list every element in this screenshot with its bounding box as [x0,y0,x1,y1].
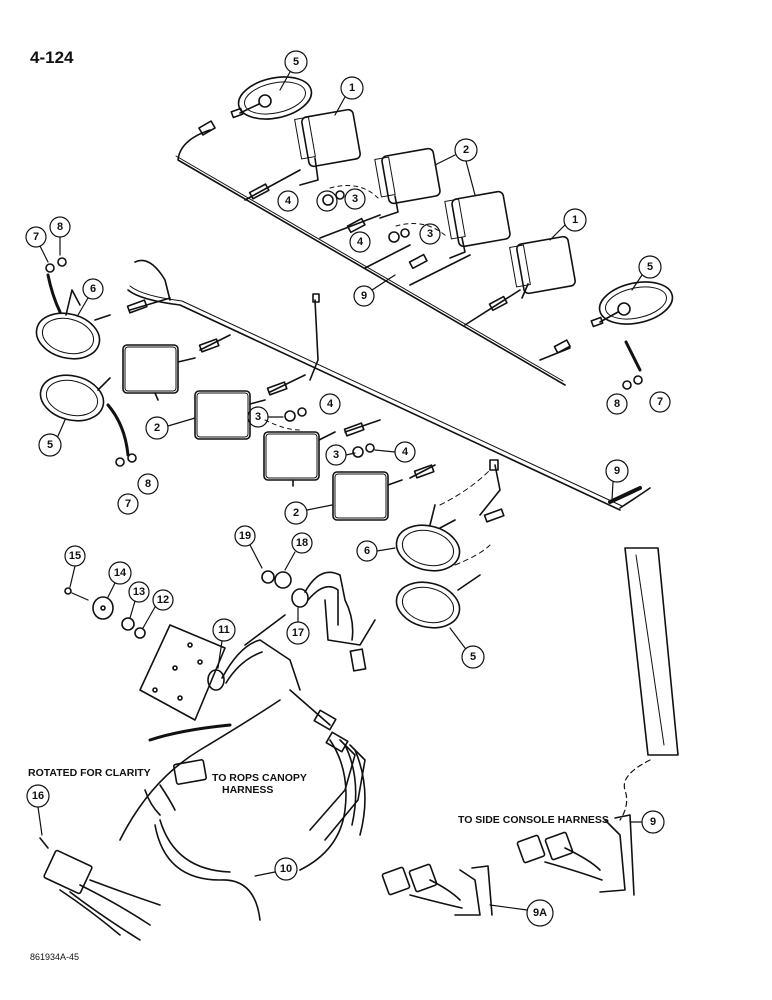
page-number: 4-124 [30,48,74,67]
middle-right-oval-lamps [395,469,491,629]
upper-harness [175,120,571,386]
middle-work-lamp-1 [122,344,196,401]
upper-left-oval-lamp [230,76,313,120]
callout-3: 3 [352,193,358,205]
callout-9a: 9A [533,907,547,919]
callout-6: 6 [364,545,370,557]
callout-8: 8 [57,221,63,233]
callout-16: 16 [32,790,44,802]
callout-15: 15 [69,550,81,562]
callout-2: 2 [463,144,469,156]
callout-labels: 5 1 2 4 3 4 3 1 5 9 7 8 6 5 2 3 4 3 4 2 … [32,56,663,919]
note-rops-line1: TO ROPS CANOPY [212,772,307,784]
callout-12: 12 [157,594,169,606]
middle-work-lamp-3 [263,431,336,487]
middle-harness [126,259,651,523]
note-side-console: TO SIDE CONSOLE HARNESS [458,814,609,826]
callout-8: 8 [614,398,620,410]
callout-5: 5 [47,439,53,451]
callout-7: 7 [657,396,663,408]
callout-14: 14 [114,567,127,579]
callout-8: 8 [145,478,151,490]
callout-5: 5 [647,261,653,273]
upper-work-lamp-1 [294,108,361,186]
upper-hardware [322,185,447,243]
middle-work-lamp-4 [332,471,403,521]
callout-19: 19 [239,530,251,542]
figure-id: 861934A-45 [30,952,80,962]
side-console-cable [516,547,679,896]
callout-9: 9 [650,816,656,828]
callout-13: 13 [133,586,145,598]
callout-6: 6 [90,283,96,295]
callout-2: 2 [293,507,299,519]
callout-9: 9 [361,290,367,302]
callout-4: 4 [357,236,364,248]
callout-10: 10 [280,863,292,875]
callout-7: 7 [125,498,131,510]
callout-18: 18 [296,537,308,549]
upper-work-lamp-3 [444,190,511,259]
middle-left-oval-lamps [35,257,137,467]
callout-4: 4 [402,446,409,458]
callout-3: 3 [427,228,433,240]
middle-hardware [264,407,375,458]
callout-11: 11 [218,624,230,636]
callout-9: 9 [614,465,620,477]
callout-4: 4 [285,195,292,207]
callout-5: 5 [470,651,476,663]
rocker-switch [261,570,376,672]
callout-1: 1 [572,214,578,226]
callout-4: 4 [327,398,334,410]
callout-markers [25,50,671,927]
callout-5: 5 [293,56,299,68]
note-rotated-for-clarity: ROTATED FOR CLARITY [28,767,151,779]
callout-7: 7 [33,231,39,243]
upper-right-oval-lamp [590,281,674,390]
connector-16 [39,837,161,941]
main-harness-10 [119,699,366,921]
callout-17: 17 [292,627,304,639]
upper-work-lamp-4 [509,235,576,299]
switch-panel [64,587,366,841]
callout-1: 1 [349,82,355,94]
callout-3: 3 [255,411,261,423]
connector-9a [381,863,493,916]
note-rops-line2: HARNESS [222,784,274,796]
callout-3: 3 [333,449,339,461]
callout-2: 2 [154,422,160,434]
upper-work-lamp-2 [374,147,441,219]
